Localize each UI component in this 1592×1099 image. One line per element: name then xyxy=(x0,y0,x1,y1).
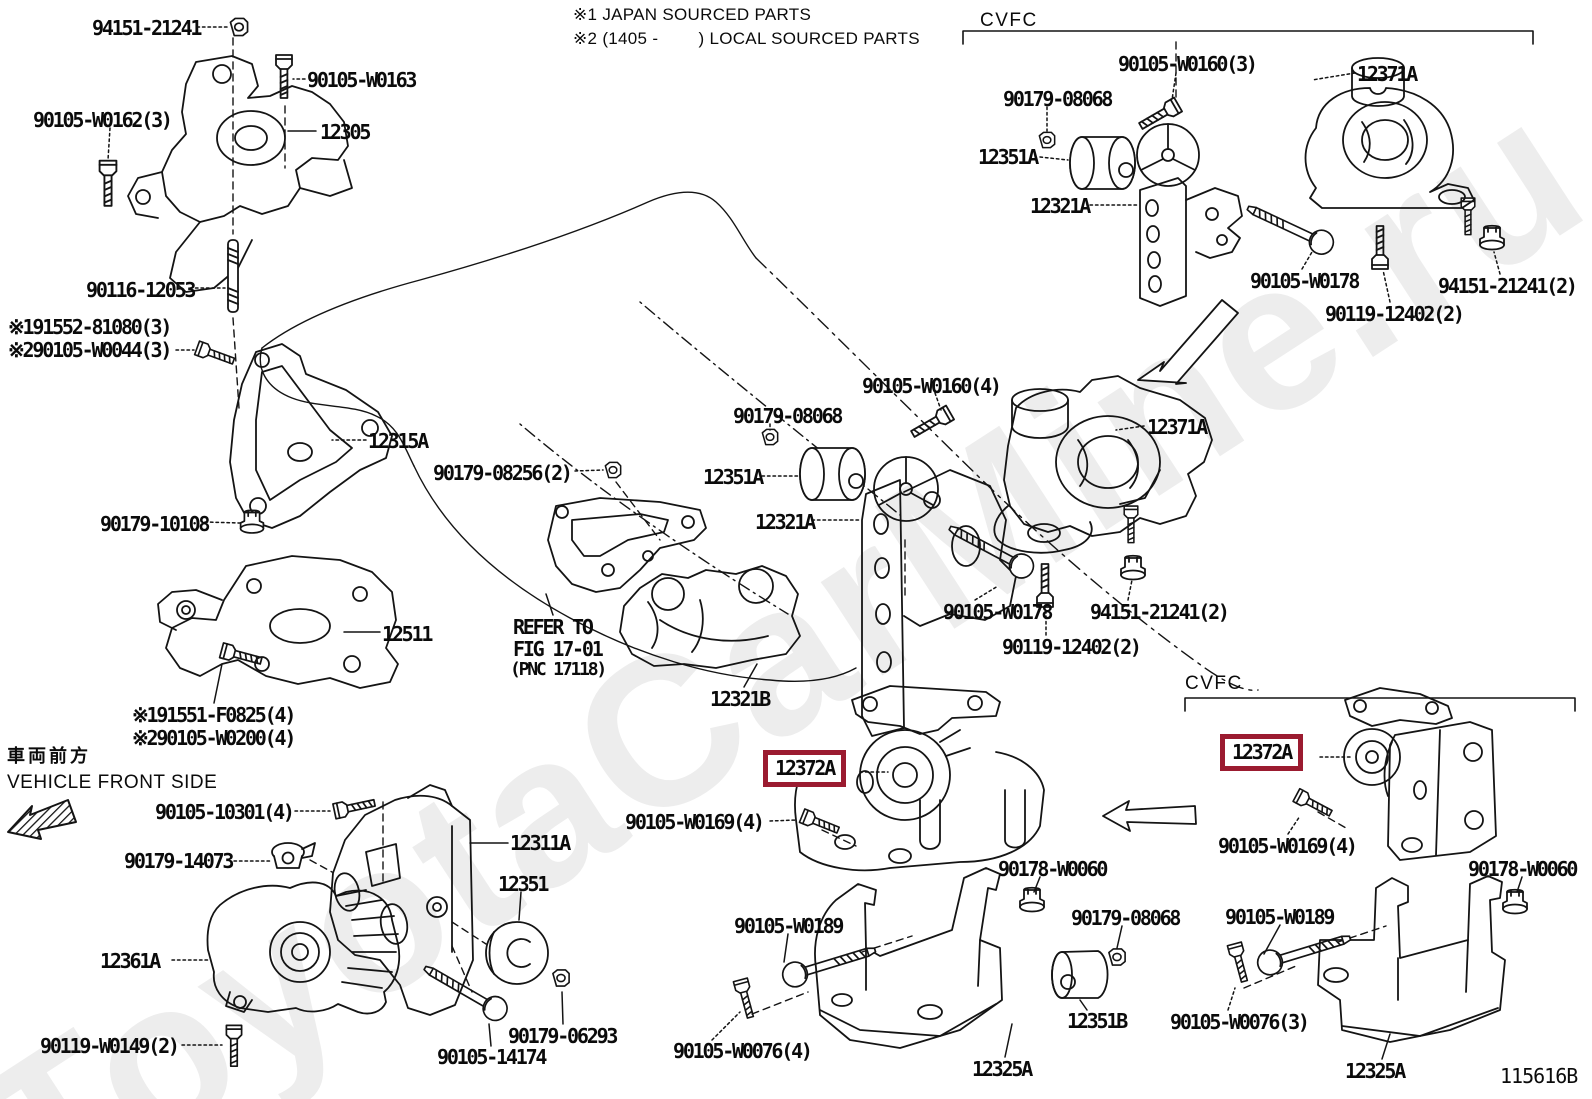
engine-outline xyxy=(259,191,1259,691)
part-label-90179-08068-mid: 90179-08068 xyxy=(733,404,843,428)
note-local-sourced: ※2 (1405 - ) LOCAL SOURCED PARTS xyxy=(573,29,920,48)
part-label-12371a-mid: 12371A xyxy=(1147,415,1208,439)
part-label-12351: 12351 xyxy=(498,872,549,896)
part-label-90105-w0178-mid: 90105-W0178 xyxy=(943,600,1053,624)
part-label-12321a-top: 12321A xyxy=(1030,194,1091,218)
part-label-90105-w0169-right: 90105-W0169(4) xyxy=(1218,834,1358,858)
part-12351-drawing xyxy=(485,921,549,985)
part-label-12315a: 12315A xyxy=(368,429,429,453)
part-label-90105-w0189-right: 90105-W0189 xyxy=(1225,905,1335,929)
part-label-90178-w0060-right: 90178-W0060 xyxy=(1468,857,1578,881)
part-label-12325a-center: 12325A xyxy=(972,1057,1033,1081)
right-section-arrow xyxy=(1102,800,1197,832)
part-label-90179-08068-top: 90179-08068 xyxy=(1003,87,1113,111)
highlighted-part-label-12372a-right: 12372A xyxy=(1220,734,1304,771)
part-label-90105-w0076-4: 90105-W0076(4) xyxy=(673,1039,813,1063)
part-label-91552-81080: ※191552-81080(3) xyxy=(8,315,172,339)
leader-lines-solid xyxy=(213,130,1523,1060)
part-label-94151-21241: 94151-21241 xyxy=(92,16,202,40)
vehicle-front-arrow xyxy=(7,799,77,840)
note-japan-sourced: ※1 JAPAN SOURCED PARTS xyxy=(573,5,812,24)
part-label-90119-12402-mid: 90119-12402(2) xyxy=(1002,635,1142,659)
part-label-12305: 12305 xyxy=(320,120,371,144)
part-label-90105-w0160-4: 90105-W0160(4) xyxy=(862,374,1002,398)
part-label-12311a: 12311A xyxy=(510,831,571,855)
part-label-90105-14174: 90105-14174 xyxy=(437,1045,547,1069)
refer-note-line3: (PNC 17118) xyxy=(510,659,607,680)
refer-note-line1: REFER TO xyxy=(513,615,594,639)
part-label-12325a-right: 12325A xyxy=(1345,1059,1406,1083)
part-12315a-drawing xyxy=(229,343,393,529)
part-label-94151-21241-2-mid: 94151-21241(2) xyxy=(1090,600,1230,624)
part-label-90105-w0200: ※290105-W0200(4) xyxy=(132,726,296,750)
part-label-91551-f0825: ※191551-F0825(4) xyxy=(132,703,296,727)
part-label-90179-10108: 90179-10108 xyxy=(100,512,210,536)
part-12321a-mid-drawing xyxy=(861,456,1017,737)
diagram-code: 115616B xyxy=(1500,1064,1578,1088)
vehicle-front-label-en: VEHICLE FRONT SIDE xyxy=(7,772,218,793)
part-label-12351a-mid: 12351A xyxy=(703,465,764,489)
part-12321b-drawing xyxy=(619,565,801,669)
part-label-90179-06293: 90179-06293 xyxy=(508,1024,618,1048)
part-12372a-right-drawing xyxy=(1343,687,1497,861)
leader-lines xyxy=(107,26,1501,1046)
part-label-90179-14073: 90179-14073 xyxy=(124,849,234,873)
part-12511-drawing xyxy=(157,555,399,689)
part-label-12371a-top: 12371A xyxy=(1357,62,1418,86)
part-label-90179-08068-bottom: 90179-08068 xyxy=(1071,906,1181,930)
part-label-90119-w0149: 90119-W0149(2) xyxy=(40,1034,180,1058)
vehicle-front-label-jp: 車両前方 xyxy=(7,746,91,767)
part-label-90105-w0076-3: 90105-W0076(3) xyxy=(1170,1010,1310,1034)
part-label-12361a: 12361A xyxy=(100,949,161,973)
part-label-90119-12402-top: 90119-12402(2) xyxy=(1325,302,1465,326)
part-label-12511: 12511 xyxy=(382,622,433,646)
part-label-12321b: 12321B xyxy=(710,687,771,711)
part-label-90116-12053: 90116-12053 xyxy=(86,278,196,302)
part-12372a-center-drawing xyxy=(794,685,1045,872)
part-label-90178-w0060-center: 90178-W0060 xyxy=(998,857,1108,881)
part-12325a-center-drawing xyxy=(814,867,1003,1049)
part-label-94151-21241-2-top: 94151-21241(2) xyxy=(1438,274,1578,298)
part-label-12321a-mid: 12321A xyxy=(755,510,816,534)
part-12321a-top-drawing xyxy=(1136,123,1243,307)
part-label-90179-08256: 90179-08256(2) xyxy=(433,461,573,485)
refer-note-line2: FIG 17-01 xyxy=(513,637,604,661)
part-label-90105-w0189-center: 90105-W0189 xyxy=(734,914,844,938)
cvfc-bottom-bracket xyxy=(1184,697,1576,712)
part-label-12351a-top: 12351A xyxy=(978,145,1039,169)
part-label-90105-w0160-3: 90105-W0160(3) xyxy=(1118,52,1258,76)
cvfc-top-label: CVFC xyxy=(980,10,1038,31)
part-12371a-mid-drawing xyxy=(993,375,1213,554)
cvfc-top-bracket xyxy=(962,30,1534,45)
part-12351b-drawing xyxy=(1051,950,1109,999)
highlighted-part-label-12372a-center: 12372A xyxy=(763,750,847,787)
part-label-90105-w0178-top: 90105-W0178 xyxy=(1250,269,1360,293)
cvfc-bottom-label: CVFC xyxy=(1185,673,1243,694)
part-12325a-right-drawing xyxy=(1317,875,1506,1043)
part-12371a-top-drawing xyxy=(1304,57,1475,209)
part-17118-drawing xyxy=(547,497,707,593)
part-label-90105-w0162: 90105-W0162(3) xyxy=(33,108,173,132)
part-12311a-drawing xyxy=(329,784,474,1016)
part-label-12351b: 12351B xyxy=(1067,1009,1128,1033)
part-label-90105-w0163: 90105-W0163 xyxy=(307,68,417,92)
part-label-90105-w0044: ※290105-W0044(3) xyxy=(8,338,172,362)
part-label-90105-10301: 90105-10301(4) xyxy=(155,800,295,824)
part-label-90105-w0169-center: 90105-W0169(4) xyxy=(625,810,765,834)
part-12361a-drawing xyxy=(206,881,401,1015)
cvfc-direction-arrow xyxy=(1137,299,1239,385)
assembly-centerlines xyxy=(232,37,1387,1015)
